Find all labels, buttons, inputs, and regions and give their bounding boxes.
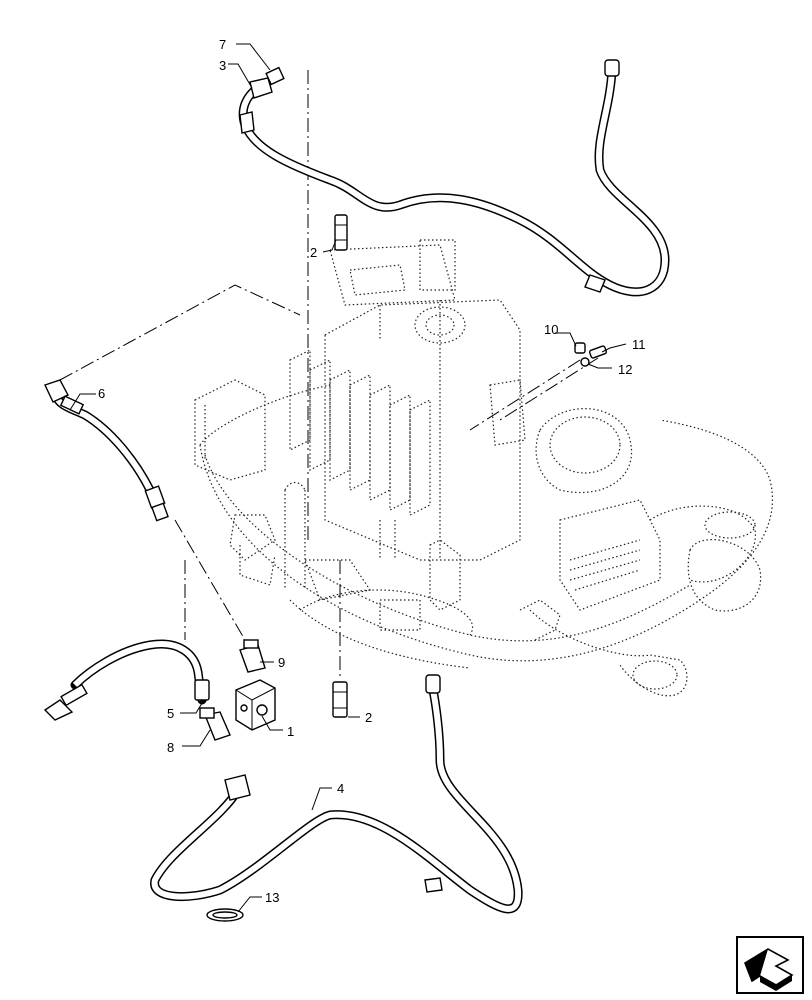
assembly-centerlines — [59, 70, 599, 680]
callout-12: 12 — [618, 362, 632, 377]
part-2-upper-fitting — [334, 214, 348, 251]
part-1-tee-block — [235, 679, 276, 731]
callout-13: 13 — [265, 890, 279, 905]
callout-10: 10 — [544, 322, 558, 337]
callout-1: 1 — [287, 724, 294, 739]
callout-leaders — [69, 43, 627, 913]
part-13-clamp — [206, 908, 244, 922]
next-page-arrow-icon[interactable] — [736, 936, 804, 994]
callout-2-lower: 2 — [365, 710, 372, 725]
callout-7: 7 — [219, 37, 226, 52]
callout-9: 9 — [278, 655, 285, 670]
callout-labels: 7 3 2 10 11 12 6 9 5 1 2 8 4 13 — [98, 37, 646, 905]
part-9-elbow — [239, 639, 266, 673]
part-10-bolt — [574, 342, 586, 354]
callout-5: 6 — [98, 386, 105, 401]
callout-6: 5 — [167, 706, 174, 721]
hose-part-4 — [150, 674, 523, 914]
callout-2-upper: 2 — [310, 245, 317, 260]
callout-8: 8 — [167, 740, 174, 755]
hose-part-5 — [44, 379, 169, 522]
callout-3: 3 — [219, 58, 226, 73]
hose-part-6 — [43, 639, 210, 721]
callout-11: 11 — [632, 337, 646, 352]
part-8-elbow — [199, 707, 231, 741]
upper-frame-outline — [194, 239, 774, 697]
hose-part-3 — [238, 59, 670, 297]
part-2-lower-fitting — [332, 681, 348, 718]
part-11-12-bolt-washer — [580, 345, 608, 367]
callout-4: 4 — [337, 781, 344, 796]
